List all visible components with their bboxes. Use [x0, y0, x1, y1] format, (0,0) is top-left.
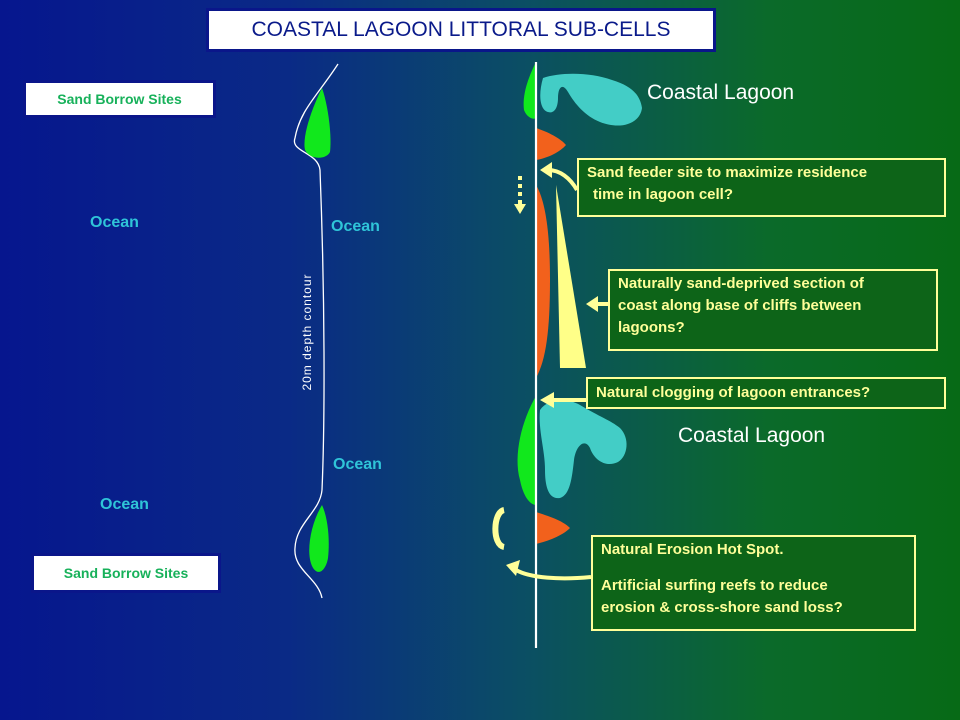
note-erosion-line-2: Artificial surfing reefs to reduce [601, 576, 828, 594]
erosion-hotspot [536, 512, 570, 544]
arrow-erosion-head [506, 560, 520, 576]
note-sand-feeder-line-2: time in lagoon cell? [593, 185, 734, 203]
note-clogging: Natural clogging of lagoon entrances? [586, 377, 946, 409]
ocean-label-1: Ocean [90, 214, 139, 231]
sand-deprived-wedge [556, 185, 586, 368]
erosion-north [536, 128, 566, 160]
arrow-sand-deprived-head [586, 296, 598, 312]
note-erosion-line-3: erosion & cross-shore sand loss? [601, 598, 843, 616]
borrow-site-north [304, 88, 331, 158]
lagoon-south [539, 400, 627, 499]
note-sand-deprived-line-3: lagoons? [618, 318, 685, 336]
note-sand-feeder-line-1: Sand feeder site to maximize residence [587, 164, 868, 181]
note-erosion-line-1: Natural Erosion Hot Spot. [601, 541, 784, 558]
arrow-sand-feeder-head [540, 162, 552, 178]
title-box: COASTAL LAGOON LITTORAL SUB-CELLS [206, 8, 716, 52]
erosion-cliffs [536, 185, 550, 378]
arrow-sand-feeder [547, 168, 579, 192]
depth-contour-label: 20m depth contour [300, 273, 314, 391]
note-erosion: Natural Erosion Hot Spot. Artificial sur… [591, 535, 916, 631]
ocean-label-4: Ocean [100, 496, 149, 513]
lagoon-north [540, 73, 642, 126]
borrow-site-south [309, 505, 329, 572]
diagram-title: COASTAL LAGOON LITTORAL SUB-CELLS [251, 18, 671, 41]
arrow-erosion [515, 568, 592, 581]
note-sand-deprived-line-2: coast along base of cliffs between [618, 296, 862, 314]
ocean-label-2: Ocean [331, 218, 380, 235]
surfing-reef-bracket [492, 507, 506, 550]
depth-contour-line [293, 63, 339, 599]
note-sand-deprived-line-1: Naturally sand-deprived section of [618, 275, 864, 292]
note-sand-feeder: Sand feeder site to maximize residence t… [577, 158, 946, 217]
sand-borrow-sites-label-south: Sand Borrow Sites [31, 553, 221, 593]
drift-arrowhead [514, 204, 526, 214]
ocean-label-3: Ocean [333, 456, 382, 473]
note-sand-deprived: Naturally sand-deprived section of coast… [608, 269, 938, 351]
beach-sand-north [523, 62, 536, 119]
sand-borrow-sites-label-north: Sand Borrow Sites [23, 80, 216, 118]
lagoon-label-south: Coastal Lagoon [678, 424, 826, 447]
lagoon-label-north: Coastal Lagoon [647, 81, 795, 104]
note-clogging-text: Natural clogging of lagoon entrances? [596, 384, 871, 402]
arrow-clogging-head [540, 392, 554, 408]
beach-sand-south [517, 396, 536, 505]
